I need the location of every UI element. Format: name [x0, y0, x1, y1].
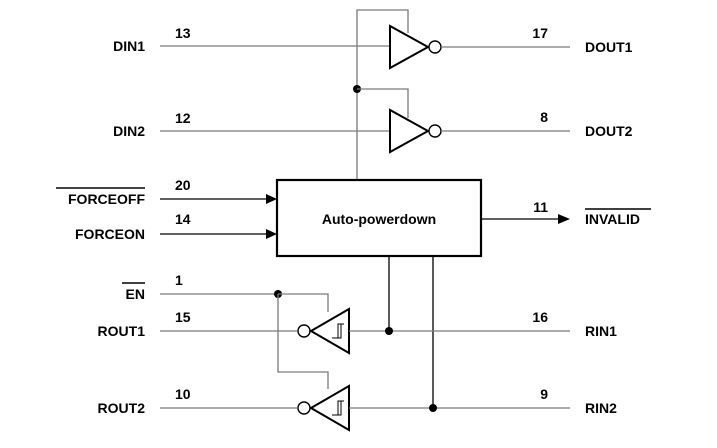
din1-pin: 13	[175, 25, 191, 41]
rout1-pin: 15	[175, 309, 191, 325]
forceoff-label: FORCEOFF	[68, 191, 145, 207]
en-receiver2-wire	[277, 294, 329, 389]
dout2-label: DOUT2	[585, 123, 633, 139]
invalid-label: INVALID	[585, 211, 640, 227]
en-label: EN	[126, 286, 145, 302]
rin2-junction	[429, 404, 437, 412]
invalid-pin: 11	[533, 199, 548, 215]
driver2-inverter	[389, 108, 431, 154]
forceon-label: FORCEON	[75, 226, 145, 242]
rout1-label: ROUT1	[98, 323, 146, 339]
driver2-bubble	[428, 124, 442, 138]
en-receiver1-wire	[278, 293, 329, 312]
din2-pin: 12	[175, 110, 191, 126]
receiver1-hysteresis-icon-b	[335, 324, 342, 339]
receiver1-buffer	[309, 307, 350, 355]
auto-powerdown-label: Auto-powerdown	[322, 211, 436, 227]
forceoff-pin: 20	[175, 177, 191, 193]
dout1-pin: 17	[532, 25, 548, 41]
receiver2-bubble	[297, 401, 311, 415]
en-pin: 1	[175, 272, 183, 288]
forceon-pin: 14	[175, 211, 191, 227]
din2-label: DIN2	[113, 123, 145, 139]
driver1-bubble	[428, 40, 442, 54]
rin1-label: RIN1	[585, 323, 617, 339]
receiver1-bubble	[297, 324, 311, 338]
forceoff-arrow-icon	[266, 194, 277, 204]
rin2-pin: 9	[540, 386, 548, 402]
dout1-label: DOUT1	[585, 39, 633, 55]
rin1-junction	[385, 327, 393, 335]
rout2-label: ROUT2	[98, 400, 146, 416]
rin1-pin: 16	[532, 309, 548, 325]
rout2-pin: 10	[175, 386, 191, 402]
driver1-inverter	[389, 24, 431, 70]
driver2-enable-wire	[357, 88, 409, 118]
forceon-arrow-icon	[266, 229, 277, 239]
invalid-arrow-icon	[558, 214, 570, 224]
receiver2-buffer	[309, 384, 350, 432]
driver1-enable-wire	[356, 9, 409, 180]
rin2-label: RIN2	[585, 400, 617, 416]
auto-powerdown-block	[275, 178, 483, 258]
dout2-pin: 8	[540, 109, 548, 125]
receiver2-hysteresis-icon-b	[335, 401, 342, 416]
din1-label: DIN1	[113, 38, 145, 54]
